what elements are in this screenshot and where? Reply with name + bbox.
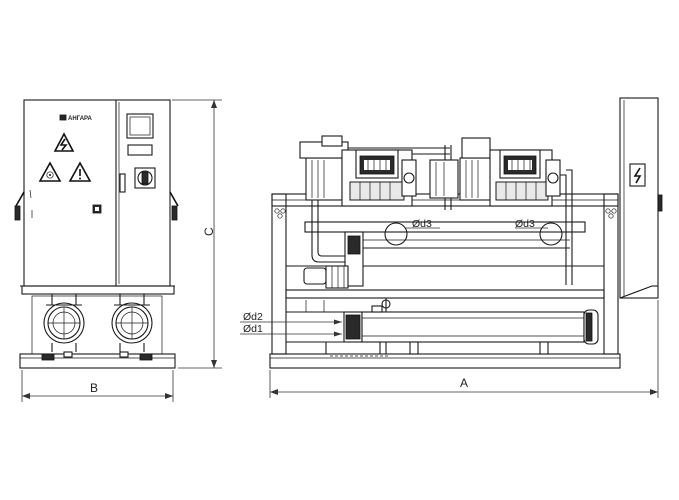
compressor-right (429, 137, 561, 207)
dimension-a: A (269, 300, 659, 398)
brand-logo-text: АНГАРА (68, 116, 92, 122)
fan-warning-icon (38, 161, 62, 182)
pipe-label-d2: Ød2 (243, 311, 263, 323)
suction-pipe-left (311, 145, 345, 263)
front-view: АНГАРА (14, 99, 179, 369)
base-skid-side (269, 353, 621, 369)
dimension-b: B (21, 370, 174, 402)
side-view: Ød3 Ød3 (240, 97, 663, 369)
dimension-c: C (172, 99, 222, 369)
pipe-label-d3-left: Ød3 (412, 218, 432, 230)
display-window (126, 113, 154, 139)
pipe-port-left (384, 222, 408, 246)
base-skid-front (19, 353, 176, 369)
dimension-b-label: B (90, 381, 98, 395)
exclamation-warning-icon (68, 161, 92, 182)
main-switch (134, 167, 156, 189)
brand-logo: АНГАРА (59, 114, 92, 122)
pipe-label-d3-right: Ød3 (515, 218, 535, 230)
pump-right (111, 294, 153, 352)
cabinet-body (23, 99, 171, 287)
pipe-port-right (539, 222, 563, 246)
pipe-label-d1: Ød1 (243, 323, 263, 335)
receiver-vessel (303, 231, 570, 289)
pipe-header (304, 221, 586, 233)
heat-exchanger (343, 298, 599, 355)
pipe-callouts: Ød2 Ød1 (240, 311, 342, 337)
compressor-left (299, 135, 417, 207)
pump-left (43, 294, 85, 352)
indicator-panel (127, 144, 153, 156)
electrical-hazard-icon (629, 163, 646, 187)
base-frame-top (21, 285, 175, 295)
dimension-c-label: C (202, 227, 216, 236)
electrical-box (619, 97, 659, 299)
high-voltage-warning-icon (53, 132, 75, 152)
door-handle (119, 173, 126, 193)
dimension-a-label: A (460, 376, 468, 390)
frame-mid-rail (285, 289, 605, 299)
